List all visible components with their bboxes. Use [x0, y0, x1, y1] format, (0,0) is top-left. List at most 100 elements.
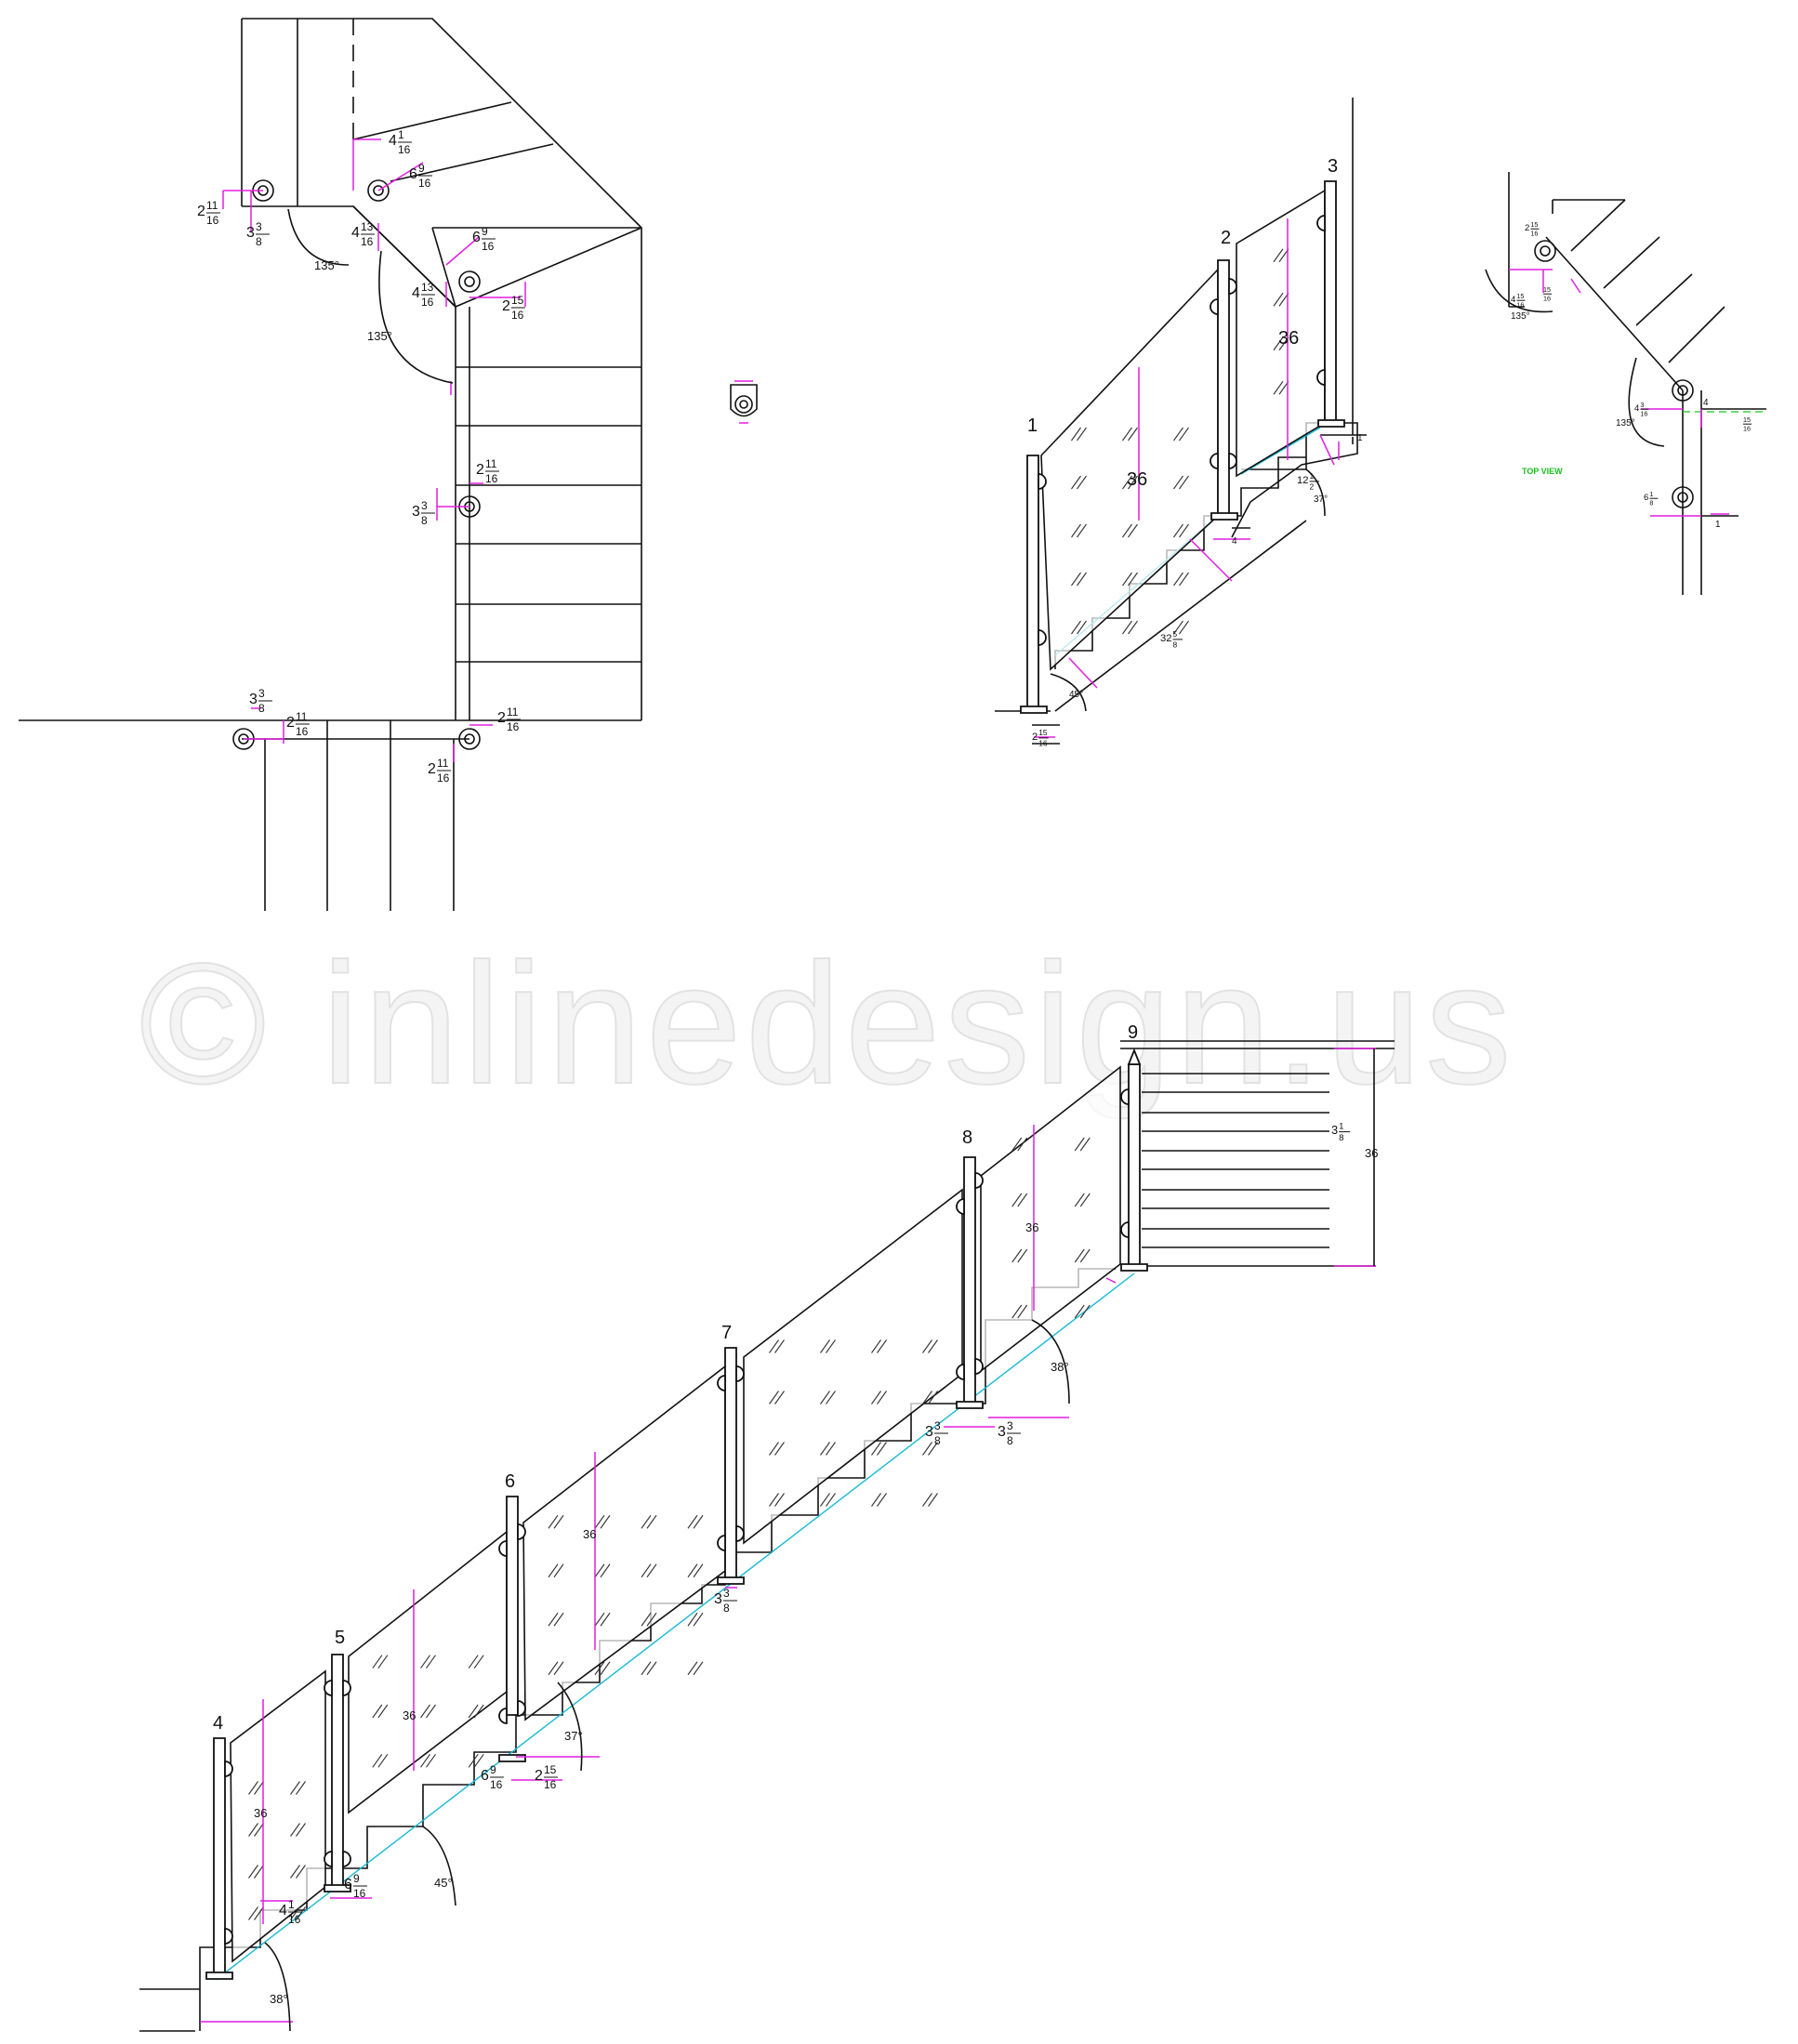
glass-hatch-mark	[647, 1515, 656, 1528]
post-number-2: 2	[1221, 228, 1231, 248]
glass-hatch-mark	[1077, 428, 1087, 441]
dimension-denominator: 16	[418, 177, 431, 190]
upper-angle-45: 45°	[1069, 690, 1083, 700]
dimension-numerator: 9	[490, 1763, 496, 1776]
dimension-denominator: 16	[1516, 300, 1524, 309]
dimension-denominator: 16	[1038, 738, 1048, 747]
glass-hatch-mark	[1080, 1249, 1090, 1262]
glass-hatch-mark	[255, 1866, 264, 1879]
glass-hatch-mark	[775, 1494, 785, 1507]
glass-hatch-mark	[878, 1391, 887, 1404]
glass-hatch-mark	[647, 1564, 656, 1577]
glass-hatch-mark	[688, 1564, 697, 1577]
dimension-whole: 2	[428, 761, 436, 777]
glass-hatch-mark	[373, 1705, 382, 1718]
glass-hatch-mark	[255, 1782, 264, 1795]
glass-hatch-mark	[826, 1494, 836, 1507]
glass-hatch-mark	[1174, 524, 1183, 537]
glass-hatch-mark	[821, 1391, 830, 1404]
dimension-numerator: 9	[418, 162, 425, 175]
glass-hatch-mark	[1123, 621, 1132, 634]
dimension-numerator: 9	[353, 1872, 360, 1885]
glass-hatch-mark	[1174, 476, 1183, 489]
glass-hatch-mark	[770, 1391, 779, 1404]
glass-hatch-mark	[474, 1754, 483, 1767]
glass-hatch-mark	[688, 1515, 697, 1528]
glass-hatch-mark	[595, 1613, 604, 1626]
glass-hatch-mark	[923, 1443, 932, 1456]
glass-hatch-mark	[872, 1494, 881, 1507]
glass-hatch-mark	[601, 1662, 610, 1675]
dimension-whole: 2	[286, 715, 295, 731]
glass-hatch-mark	[1077, 476, 1087, 489]
dimension-denominator: 16	[206, 214, 219, 227]
glass-hatch-mark	[1174, 621, 1183, 634]
glass-hatch-mark	[694, 1613, 703, 1626]
glass-hatch-mark	[1080, 1193, 1090, 1207]
glass-hatch-mark	[297, 1782, 306, 1795]
glass-hatch-mark	[821, 1340, 830, 1353]
post-number-6: 6	[505, 1471, 515, 1492]
glass-hatch-mark	[1018, 1193, 1027, 1207]
glass-clamp	[957, 1199, 964, 1214]
dimension-whole: 2	[476, 462, 484, 478]
glass-hatch-mark	[249, 1907, 258, 1920]
glass-hatch-mark	[641, 1564, 651, 1577]
glass-hatch-mark	[775, 1391, 785, 1404]
dimension-denominator: 8	[934, 1434, 941, 1447]
glass-hatch-mark	[601, 1515, 610, 1528]
glass-hatch-mark	[872, 1340, 881, 1353]
glass-hatch-mark	[297, 1866, 306, 1879]
glass-hatch-mark	[1123, 573, 1132, 586]
glass-hatch-mark	[1075, 1305, 1084, 1318]
dimension-whole: 3	[1331, 1123, 1338, 1137]
dimension-whole: 6	[409, 166, 417, 182]
glass-hatch-mark	[1018, 1138, 1027, 1151]
glass-hatch-mark	[1012, 1138, 1022, 1151]
glass-hatch-mark	[1180, 573, 1189, 586]
glass-hatch-mark	[549, 1564, 558, 1577]
dimension-numerator: 15	[511, 294, 524, 307]
glass-hatch-mark	[878, 1494, 887, 1507]
glass-hatch-mark	[688, 1662, 697, 1675]
glass-height-a: 36	[1127, 469, 1147, 490]
dimension-denominator: 16	[544, 1778, 557, 1791]
dimension-numerator: 1	[1310, 471, 1315, 481]
glass-clamp	[975, 1173, 983, 1188]
dimension-numerator: 11	[507, 706, 519, 719]
glass-hatch-mark	[826, 1443, 836, 1456]
glass-hatch-mark	[1072, 621, 1081, 634]
glass-hatch-mark	[421, 1705, 430, 1718]
dimension-numerator: 3	[256, 220, 262, 233]
dimension-whole: 6	[1644, 493, 1648, 503]
dimension-denominator: 8	[1173, 640, 1178, 649]
glass-hatch-mark	[291, 1866, 300, 1879]
dimension-denominator: 16	[1543, 294, 1551, 302]
upper-angle-37: 37°	[1314, 495, 1328, 505]
glass-hatch-mark	[378, 1705, 388, 1718]
glass-hatch-mark	[1274, 293, 1283, 306]
glass-hatch-mark	[595, 1564, 604, 1577]
glass-hatch-mark	[1129, 524, 1138, 537]
glass-hatch-mark	[1180, 476, 1189, 489]
glass-height-5: 36	[403, 1708, 416, 1722]
glass-hatch-mark	[249, 1824, 258, 1837]
dimension-whole: 3	[714, 1591, 722, 1607]
dimension-numerator: 1	[1649, 490, 1653, 498]
glass-hatch-mark	[929, 1391, 938, 1404]
glass-hatch-mark	[554, 1564, 563, 1577]
glass-clamp	[499, 1541, 507, 1556]
glass-hatch-mark	[291, 1782, 300, 1795]
